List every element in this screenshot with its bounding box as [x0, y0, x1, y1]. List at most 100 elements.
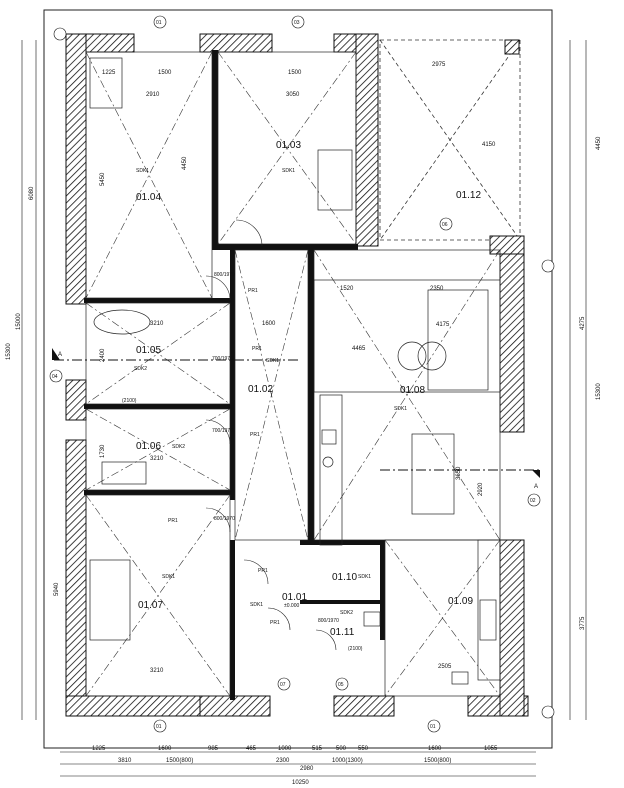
svg-text:1600: 1600	[428, 746, 442, 752]
svg-text:PR1: PR1	[168, 518, 178, 524]
svg-text:3810: 3810	[118, 758, 132, 764]
dim-left-3: 15300	[6, 343, 12, 360]
svg-text:800/1970: 800/1970	[318, 618, 339, 624]
svg-text:SDK1: SDK1	[266, 358, 279, 364]
dim-room-width-2: 3050	[286, 92, 300, 98]
svg-text:SDK2: SDK2	[134, 366, 147, 372]
svg-text:PR1: PR1	[248, 288, 258, 294]
svg-text:03: 03	[294, 20, 300, 26]
room-label-01-12: 01.12	[456, 190, 481, 201]
svg-text:2300: 2300	[276, 758, 290, 764]
svg-text:700/1970: 700/1970	[212, 428, 233, 434]
dim-room-width-7: 2350	[430, 286, 444, 292]
dim-interior-6: 1520	[340, 286, 354, 292]
door-tags: 800/1970 700/1970 700/1970 800/1970 800/…	[168, 272, 339, 626]
svg-text:01: 01	[156, 20, 162, 26]
svg-text:1055: 1055	[484, 746, 498, 752]
dim-room-width-3: 3210	[150, 321, 164, 327]
svg-text:800/1970: 800/1970	[214, 516, 235, 522]
dim-left-1: 6080	[29, 186, 35, 200]
svg-text:SDK1: SDK1	[136, 168, 149, 174]
svg-text:SDK1: SDK1	[282, 168, 295, 174]
dim-room-width-5: 3210	[150, 668, 164, 674]
dim-right-2: 15300	[596, 383, 602, 400]
exterior-walls	[65, 33, 529, 717]
room-label-01-02: 01.02	[248, 384, 273, 395]
room-label-01-07: 01.07	[138, 600, 163, 611]
dim-left-seg-1: 4450	[182, 156, 188, 170]
dim-top-1: 1225	[102, 70, 116, 76]
room-diagonals	[85, 51, 501, 697]
window-note-2: (2100)	[348, 646, 363, 652]
dim-left-seg-6: 5940	[54, 582, 60, 596]
dim-left-seg-3: 2400	[100, 348, 106, 362]
svg-text:1000: 1000	[278, 746, 292, 752]
svg-text:985: 985	[208, 746, 219, 752]
svg-text:SDK1: SDK1	[162, 574, 175, 580]
room-label-01-11: 01.11	[330, 627, 355, 638]
svg-text:A: A	[58, 352, 62, 358]
svg-text:07: 07	[280, 682, 286, 688]
room-label-01-06: 01.06	[136, 441, 161, 452]
dim-interior-4: 2920	[478, 482, 484, 496]
dim-top-3: 1500	[288, 70, 302, 76]
svg-text:PR1: PR1	[250, 432, 260, 438]
svg-text:700/1970: 700/1970	[212, 356, 233, 362]
section-marker-left: A	[52, 348, 62, 360]
furniture	[89, 57, 497, 685]
svg-text:1500(800): 1500(800)	[424, 758, 451, 764]
dim-left-2: 15000	[16, 313, 22, 330]
dim-right-3: 4275	[580, 316, 586, 330]
bottom-dimension-row2: 3810 1500(800) 2300 2980 1000(1300) 1500…	[118, 758, 451, 772]
dim-interior-2: 4465	[352, 346, 366, 352]
dim-room-width-8: 2505	[438, 664, 452, 670]
dim-interior-1: 1600	[262, 321, 276, 327]
svg-text:PR1: PR1	[258, 568, 268, 574]
dim-room-width-1: 2910	[146, 92, 160, 98]
svg-text:1500(800): 1500(800)	[166, 758, 193, 764]
svg-text:06: 06	[442, 222, 448, 228]
svg-text:01: 01	[156, 724, 162, 730]
dim-top-2: 1500	[158, 70, 172, 76]
svg-text:SDK1: SDK1	[394, 406, 407, 412]
svg-text:A: A	[534, 484, 538, 490]
svg-text:2980: 2980	[300, 766, 314, 772]
svg-text:PR1: PR1	[270, 620, 280, 626]
sdk-tags: SDK1 SDK1 SDK2 SDK1 SDK2 SDK1 SDK1 SDK1 …	[134, 168, 407, 616]
svg-text:SDK2: SDK2	[172, 444, 185, 450]
dim-right-1: 4450	[596, 136, 602, 150]
svg-text:02: 02	[530, 498, 536, 504]
dim-top-4: 2975	[432, 62, 446, 68]
level-label-01-01: ±0.000	[284, 603, 299, 609]
dim-room-width-6: 4175	[436, 322, 450, 328]
dim-left-seg-4: 1730	[100, 444, 106, 458]
svg-text:05: 05	[338, 682, 344, 688]
svg-text:800/1970: 800/1970	[214, 272, 235, 278]
axis-markers	[49, 15, 555, 733]
room-label-01-01: 01.01	[282, 592, 307, 603]
room-label-01-09: 01.09	[448, 596, 473, 607]
corner-column	[504, 39, 520, 55]
dim-interior-3: 3650	[456, 466, 462, 480]
svg-text:PR1: PR1	[252, 346, 262, 352]
svg-text:500: 500	[336, 746, 347, 752]
svg-text:515: 515	[312, 746, 323, 752]
dim-bottom-total: 10250	[292, 780, 309, 786]
dim-room-width-4: 3210	[150, 456, 164, 462]
window-note: (2100)	[122, 398, 137, 404]
side-dimension-lines	[21, 40, 587, 720]
svg-text:1600: 1600	[158, 746, 172, 752]
door-swings	[205, 219, 337, 651]
axis-labels: 01 03 01 01 04 06 02 07 05	[52, 20, 536, 730]
terrace-outline	[379, 39, 521, 241]
dim-left-seg-2: 5450	[100, 172, 106, 186]
bottom-dimension-row1: 1225 1600 985 465 1000 515 500 550 1600 …	[92, 746, 498, 752]
svg-text:SDK2: SDK2	[340, 610, 353, 616]
section-line	[54, 359, 540, 471]
svg-text:465: 465	[246, 746, 257, 752]
room-label-01-03: 01.03	[276, 140, 301, 151]
interior-outlines	[85, 51, 501, 697]
dim-right-4: 3775	[580, 616, 586, 630]
bottom-dimension-lines	[60, 751, 536, 777]
